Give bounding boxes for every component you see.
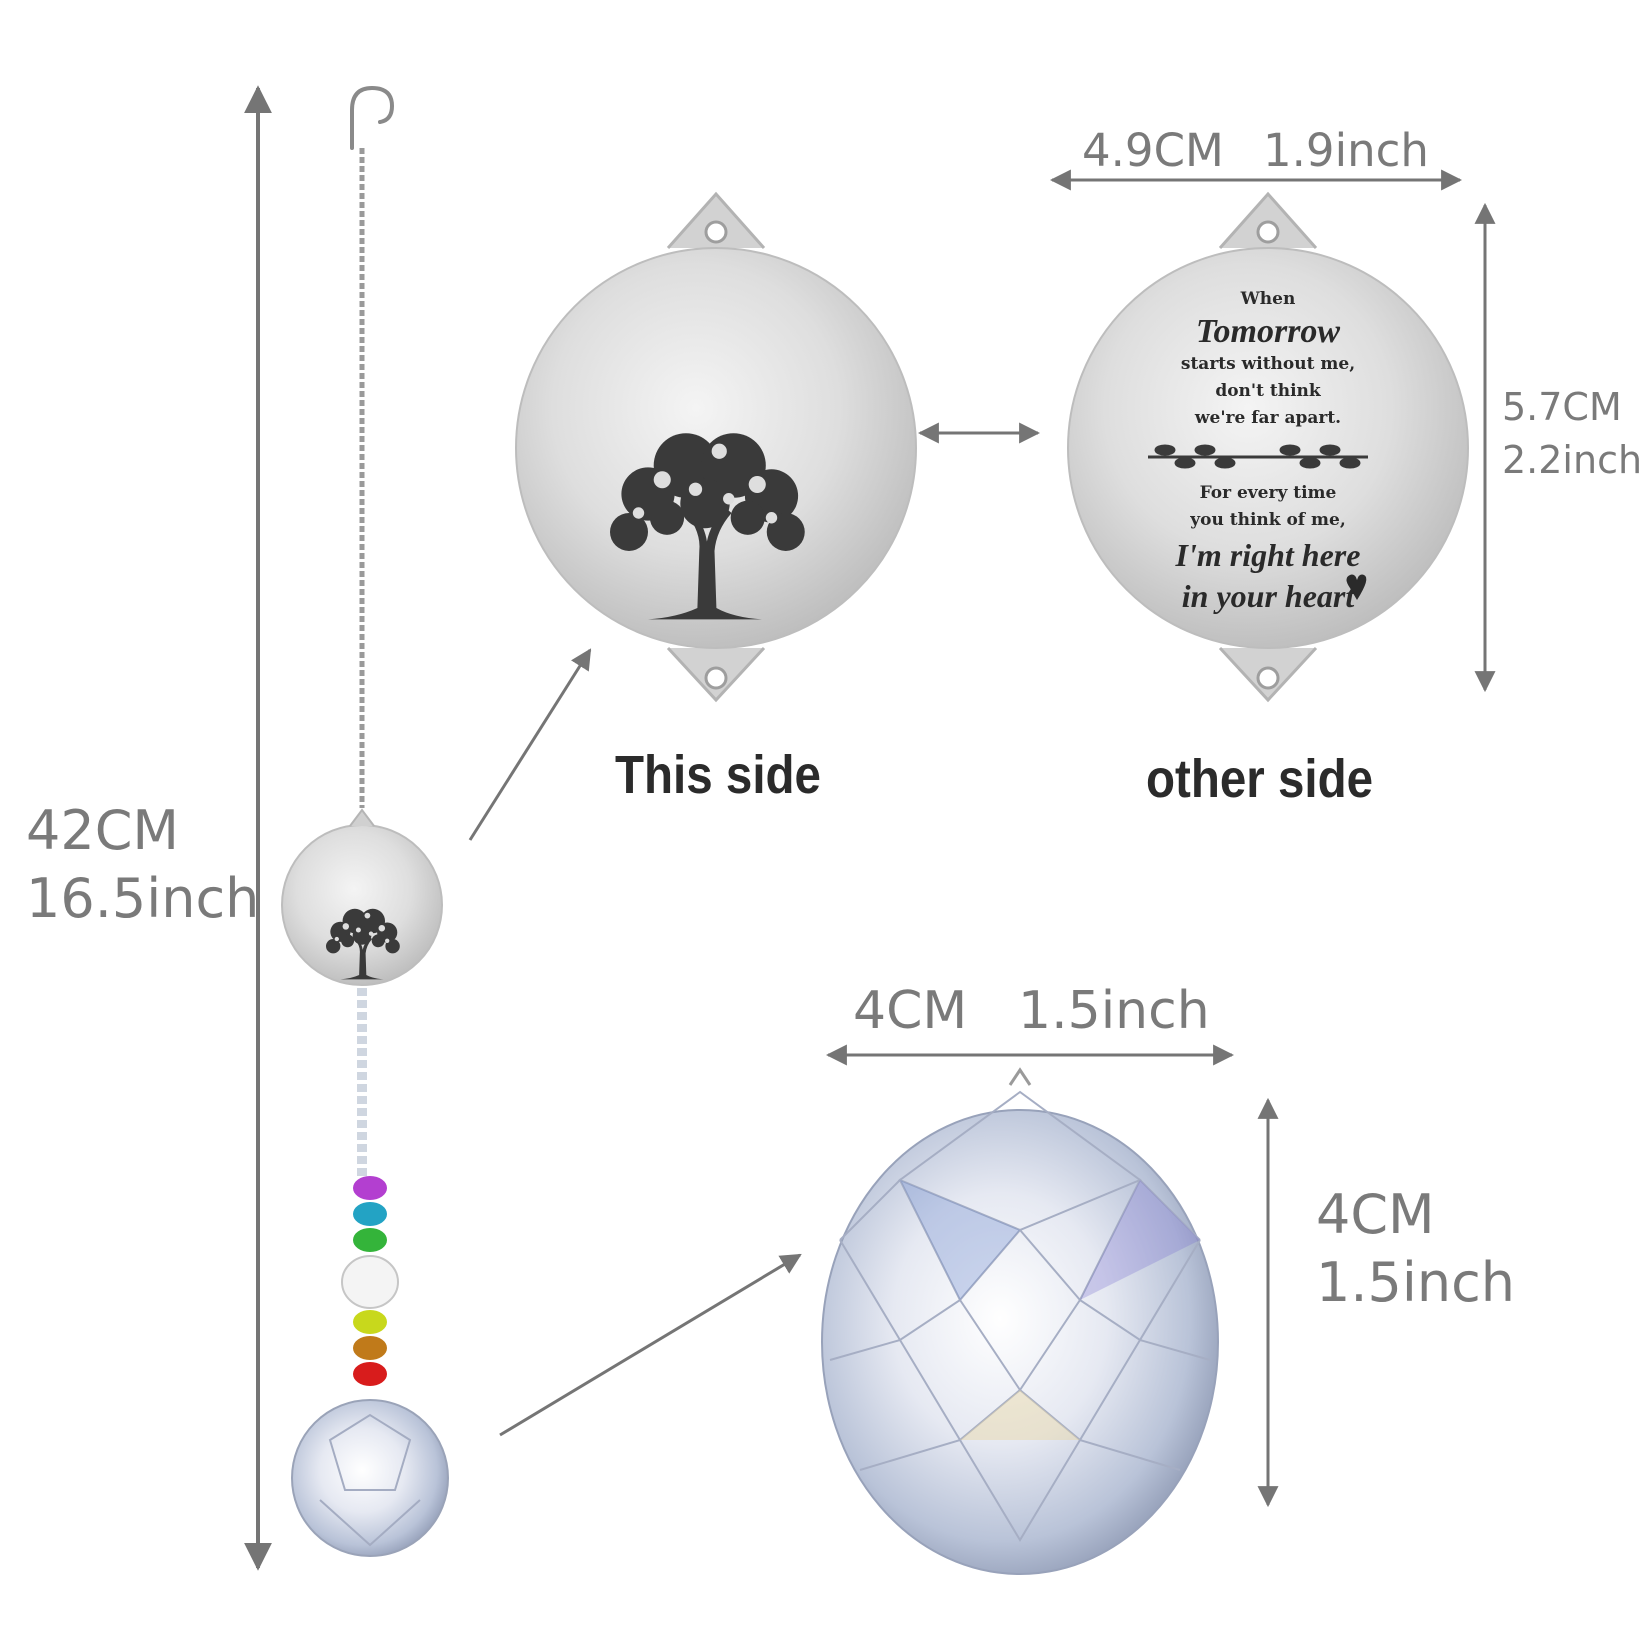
bead-clear (341, 1255, 399, 1309)
disc-height-cm: 5.7CM (1502, 385, 1622, 429)
disc-front (515, 191, 917, 703)
leaf-vine-icon (1148, 444, 1368, 469)
quote-line-think-of-me: you think of me, (1190, 510, 1346, 530)
bead-teal (353, 1202, 387, 1226)
bead-red (353, 1362, 387, 1386)
bead-green (353, 1228, 387, 1252)
caption-other-side: other side (1146, 749, 1374, 809)
hanging-suncatcher (281, 85, 449, 1557)
quote-line-far-apart: we're far apart. (1194, 408, 1342, 428)
quote-line-starts: starts without me, (1180, 354, 1356, 374)
crystal-ball-small (291, 1399, 449, 1557)
overall-length-inch: 16.5inch (26, 867, 260, 930)
disc-width-cm: 4.9CM (1082, 124, 1224, 177)
disc-back (1067, 191, 1469, 703)
engraved-quote: When Tomorrow starts without me, don't t… (1118, 286, 1418, 616)
quote-line-every-time: For every time (1199, 483, 1337, 503)
disc-width-inch: 1.9inch (1263, 124, 1429, 177)
ball-width-inch: 1.5inch (1018, 981, 1210, 1041)
crystal-ball-icon (821, 1067, 1219, 1575)
pointer-arrow-disc (468, 648, 592, 841)
quote-line-when: When (1240, 289, 1296, 309)
quote-line-tomorrow: Tomorrow (1195, 313, 1341, 350)
bead-orange (353, 1336, 387, 1360)
quote-line-dont-think: don't think (1215, 381, 1321, 401)
overall-length-cm: 42CM (26, 799, 180, 862)
ball-width-cm: 4CM (853, 981, 968, 1041)
ball-height-inch: 1.5inch (1316, 1251, 1516, 1314)
pointer-arrow-ball (499, 1253, 802, 1437)
bead-purple (353, 1176, 387, 1200)
quote-line-your-heart: in your heart (1181, 578, 1355, 614)
s-hook-icon (350, 85, 395, 150)
quote-line-right-here: I'm right here (1175, 537, 1361, 573)
caption-this-side: This side (615, 745, 821, 805)
ball-height-cm: 4CM (1316, 1183, 1435, 1246)
disc-height-inch: 2.2inch (1502, 438, 1643, 482)
bead-yellow (353, 1310, 387, 1334)
heart-icon (1346, 574, 1367, 600)
